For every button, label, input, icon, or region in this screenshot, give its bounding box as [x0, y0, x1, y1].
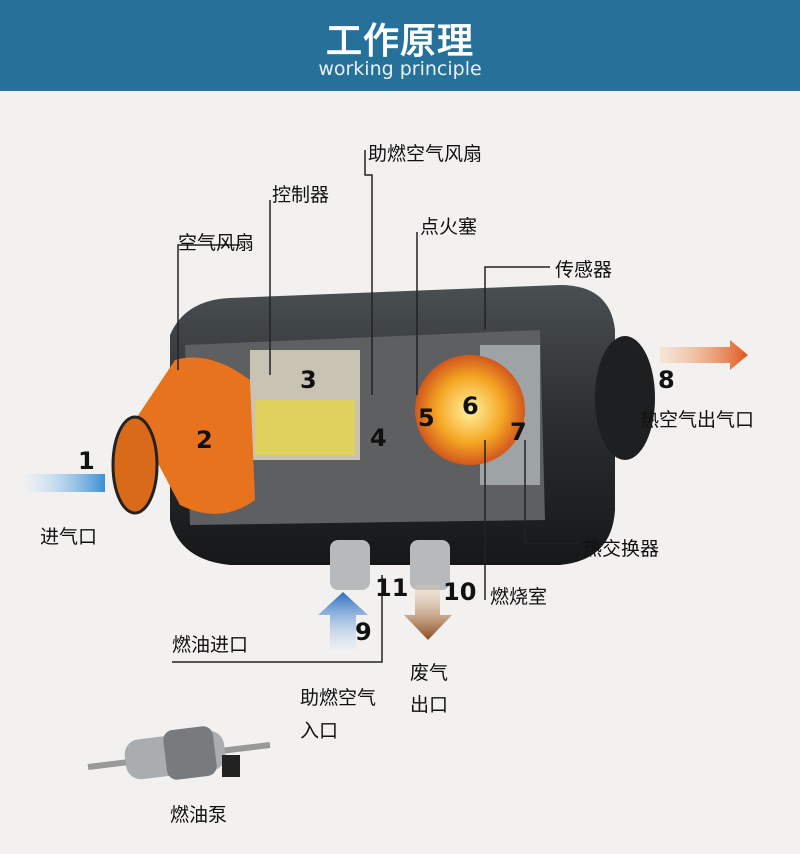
number-4: 4	[370, 424, 387, 452]
label-fuel-pump: 燃油泵	[170, 804, 228, 826]
fuel-pump	[87, 726, 271, 780]
label-exhaust-1: 废气	[410, 662, 449, 684]
header-banner: 工作原理 working principle	[0, 0, 800, 91]
air-fan	[111, 357, 255, 515]
number-6: 6	[462, 392, 479, 420]
number-7: 7	[510, 418, 527, 446]
label-air-fan: 空气风扇	[178, 232, 255, 254]
number-1: 1	[78, 447, 95, 475]
label-glow-plug: 点火塞	[420, 216, 478, 238]
number-8: 8	[658, 366, 675, 394]
number-9: 9	[355, 618, 372, 646]
label-air-inlet: 进气口	[40, 526, 98, 548]
label-combustion-air-inlet-2: 入口	[300, 720, 339, 742]
page-subtitle: working principle	[318, 58, 482, 80]
exhaust-arrow	[404, 585, 452, 640]
number-11: 11	[375, 574, 409, 602]
label-fuel-inlet: 燃油进口	[172, 634, 249, 656]
label-controller: 控制器	[272, 184, 330, 206]
label-hot-air-outlet: 热空气出气口	[640, 409, 755, 431]
number-3: 3	[300, 366, 317, 394]
heater-illustration	[25, 150, 748, 780]
air-inlet-arrow	[25, 474, 105, 492]
label-heat-exchanger: 热交换器	[583, 538, 660, 560]
label-combustion-air-fan: 助燃空气风扇	[368, 143, 483, 165]
heater-body	[170, 285, 655, 590]
label-combustion-air-inlet-1: 助燃空气	[300, 687, 377, 709]
number-2: 2	[196, 426, 213, 454]
number-5: 5	[418, 404, 435, 432]
label-exhaust-2: 出口	[410, 694, 449, 716]
hot-air-outlet-arrow	[660, 340, 748, 370]
label-combustion-chamber: 燃烧室	[490, 586, 548, 608]
combustion-air-inlet-arrow	[318, 592, 368, 650]
leader-lines	[172, 150, 580, 663]
page-title: 工作原理	[325, 21, 474, 62]
number-10: 10	[443, 578, 477, 606]
label-sensor: 传感器	[555, 259, 613, 281]
